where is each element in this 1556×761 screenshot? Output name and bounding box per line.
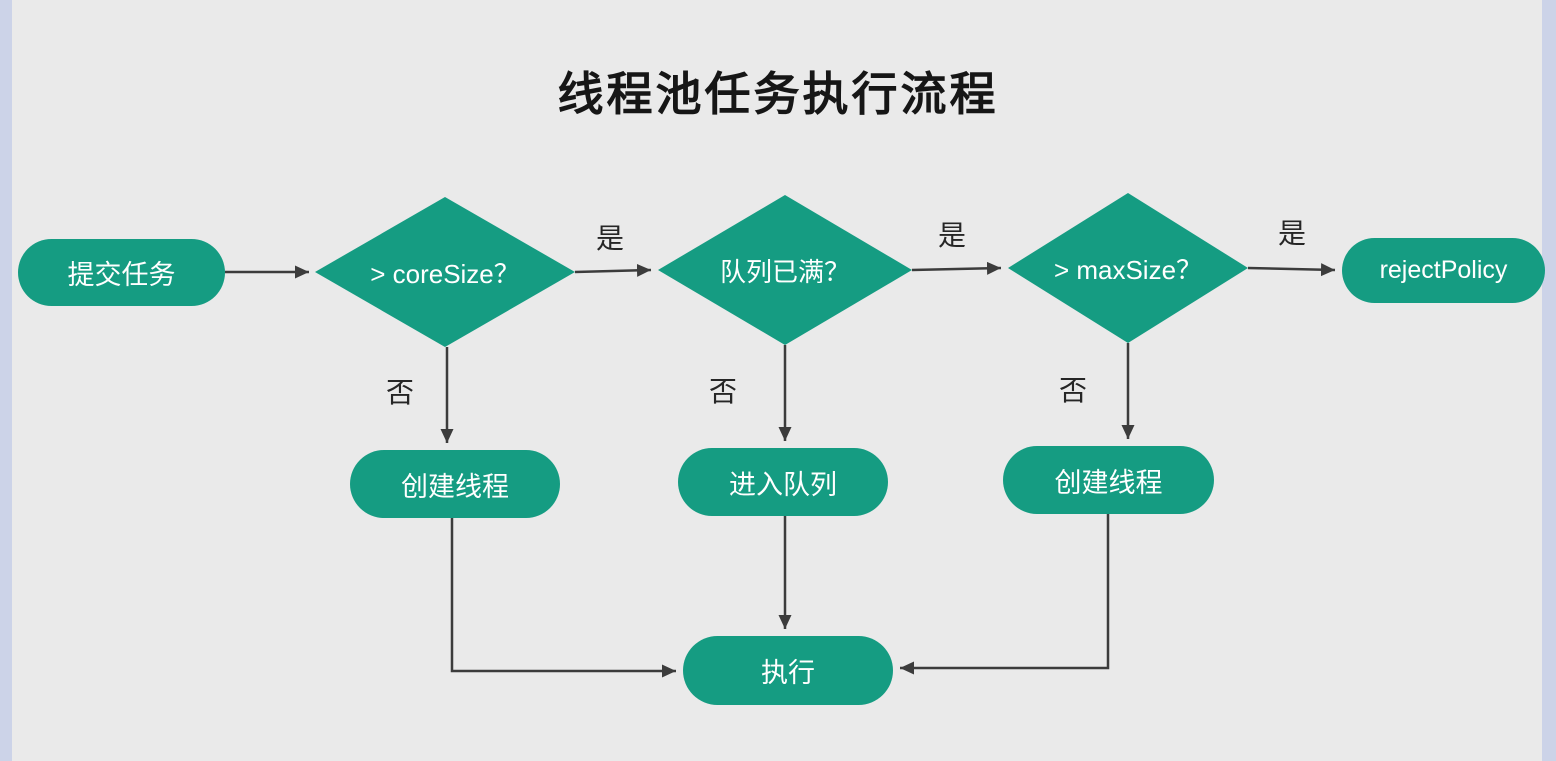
node-create-thread-left: 创建线程 [350, 450, 560, 518]
arrow-coresize-to-queuefull [574, 263, 652, 277]
diagram-title: 线程池任务执行流程 [557, 68, 999, 120]
branch-no-maxsize: 否 [1058, 375, 1088, 406]
arrow-queuefull-to-maxsize [911, 261, 1002, 275]
node-execute-label: 执行 [761, 658, 815, 688]
decision-queue-full-shape [658, 195, 912, 345]
node-execute: 执行 [683, 636, 893, 705]
node-submit-task-label: 提交任务 [67, 260, 176, 290]
decision-core-size-shape [315, 197, 575, 347]
node-create-thread-right: 创建线程 [1003, 446, 1214, 514]
node-enqueue: 进入队列 [678, 448, 888, 516]
arrow-maxsize-to-reject [1247, 263, 1336, 277]
arrow-create-thread-left-to-execute [450, 518, 676, 678]
node-reject-policy-label: rejectPolicy [1379, 256, 1508, 284]
branch-yes-maxsize: 是 [1277, 218, 1307, 249]
branch-yes-coresize: 是 [595, 223, 625, 254]
node-enqueue-label: 进入队列 [729, 469, 837, 500]
node-submit-task: 提交任务 [18, 239, 225, 306]
branch-no-coresize: 否 [385, 377, 415, 408]
branch-yes-queuefull: 是 [937, 220, 967, 251]
decision-max-size-shape [1008, 193, 1248, 343]
left-edge-strip [0, 0, 12, 761]
node-create-thread-right-label: 创建线程 [1054, 467, 1163, 498]
arrow-create-thread-right-to-execute [900, 514, 1110, 675]
right-edge-strip [1542, 0, 1556, 761]
branch-no-queuefull: 否 [708, 376, 738, 407]
node-reject-policy: rejectPolicy [1342, 238, 1545, 303]
node-create-thread-left-label: 创建线程 [401, 471, 509, 502]
